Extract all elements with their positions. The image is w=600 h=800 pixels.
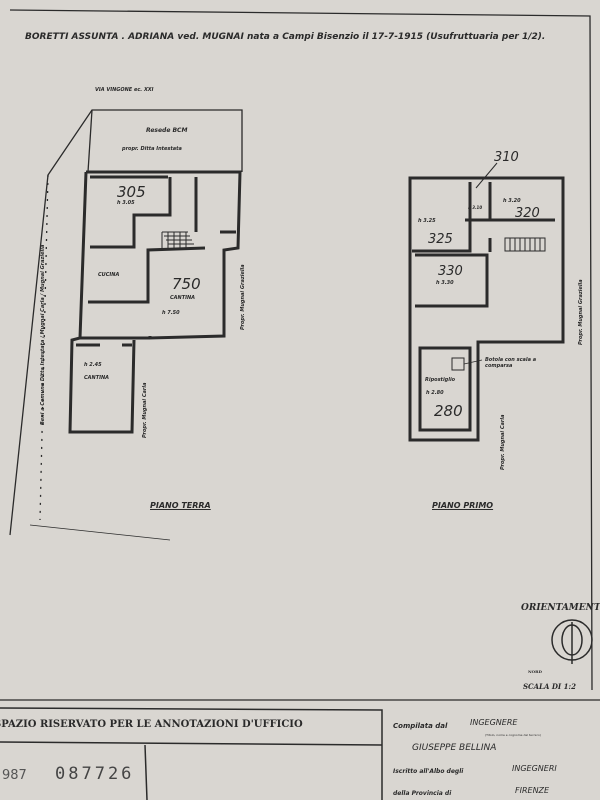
cellar-height: h 7.50 <box>162 310 180 316</box>
first-neighbor-bottom-label: Propr. Mugnai Carla <box>500 414 506 470</box>
registry-value: INGEGNERI <box>512 764 557 773</box>
ground-stair <box>161 231 194 248</box>
compiled-by-hint: (Titolo, nome e cognome del tecnico) <box>485 733 542 737</box>
stamp-prefix: 987 <box>2 768 27 783</box>
province-value: FIRENZE <box>515 786 550 795</box>
office-annotations-header: SPAZIO RISERVATO PER LE ANNOTAZIONI D'UF… <box>0 719 303 730</box>
neighbor-right-label: Propr. Mugnai Graziella <box>240 264 246 330</box>
ground-floor-walls <box>68 170 242 434</box>
storage-label: Ripostiglio <box>425 377 456 383</box>
courtyard-label: Resede BCM <box>146 127 188 134</box>
compiled-by-label: Compilata dal <box>393 722 448 730</box>
room-280-number: 280 <box>434 402 463 420</box>
hatch-mark <box>451 357 465 371</box>
province-label: della Provincia di <box>393 790 452 797</box>
registry-label: Iscritto all'Albo degli <box>393 768 464 775</box>
lower-cellar-height: h 2.45 <box>84 362 102 368</box>
lower-cellar-label: CANTINA <box>84 375 110 381</box>
room-750-number: 750 <box>172 275 201 293</box>
room-310-number: 310 <box>494 150 519 165</box>
storage-height: h 2.80 <box>426 390 444 396</box>
first-floor-walls <box>408 176 565 442</box>
street-label: VIA VINGONE ec. XXI <box>95 87 154 93</box>
stamp-number: 087726 <box>55 764 135 784</box>
orientation-title: ORIENTAMENTO <box>521 603 600 613</box>
north-label: NORD <box>528 669 542 674</box>
office-box <box>0 707 383 800</box>
courtyard-owner: propr. Ditta Intestata <box>122 146 182 152</box>
neighbor-left-label: Beni a Comune Ditta Intestata / Mugnai C… <box>40 244 46 425</box>
room-320-height: h 3.20 <box>503 198 521 204</box>
first-floor-title: PIANO PRIMO <box>432 501 494 510</box>
room-325-height: h 3.25 <box>418 218 436 224</box>
room-305-number: 305 <box>117 183 146 201</box>
kitchen-label: CUCINA <box>98 272 120 278</box>
room-305-height: h 3.05 <box>117 200 135 206</box>
room-330-number: 330 <box>438 264 463 279</box>
room-320-number: 320 <box>515 206 540 221</box>
scale-label: SCALA DI 1:2 <box>523 682 576 691</box>
first-stair <box>504 237 546 252</box>
hatch-note: Botola con scala a comparsa <box>485 357 537 369</box>
neighbor-bottom-label: Propr. Mugnai Carla <box>142 382 148 438</box>
north-compass-icon <box>551 619 593 664</box>
sheet-border <box>9 9 593 691</box>
ground-floor-title: PIANO TERRA <box>150 501 211 510</box>
first-neighbor-right-label: Propr. Mugnai Graziella <box>578 279 584 345</box>
owner-line: BORETTI ASSUNTA . ADRIANA ved. MUGNAI na… <box>25 32 546 42</box>
room-325-number: 325 <box>428 232 453 247</box>
engineer-name: GIUSEPPE BELLINA <box>412 743 497 753</box>
room-310-height: h 3.10 <box>468 205 483 210</box>
compiled-by-title: INGEGNERE <box>470 718 518 727</box>
room-330-height: h 3.30 <box>436 280 454 286</box>
cellar-label: CANTINA <box>170 295 196 301</box>
